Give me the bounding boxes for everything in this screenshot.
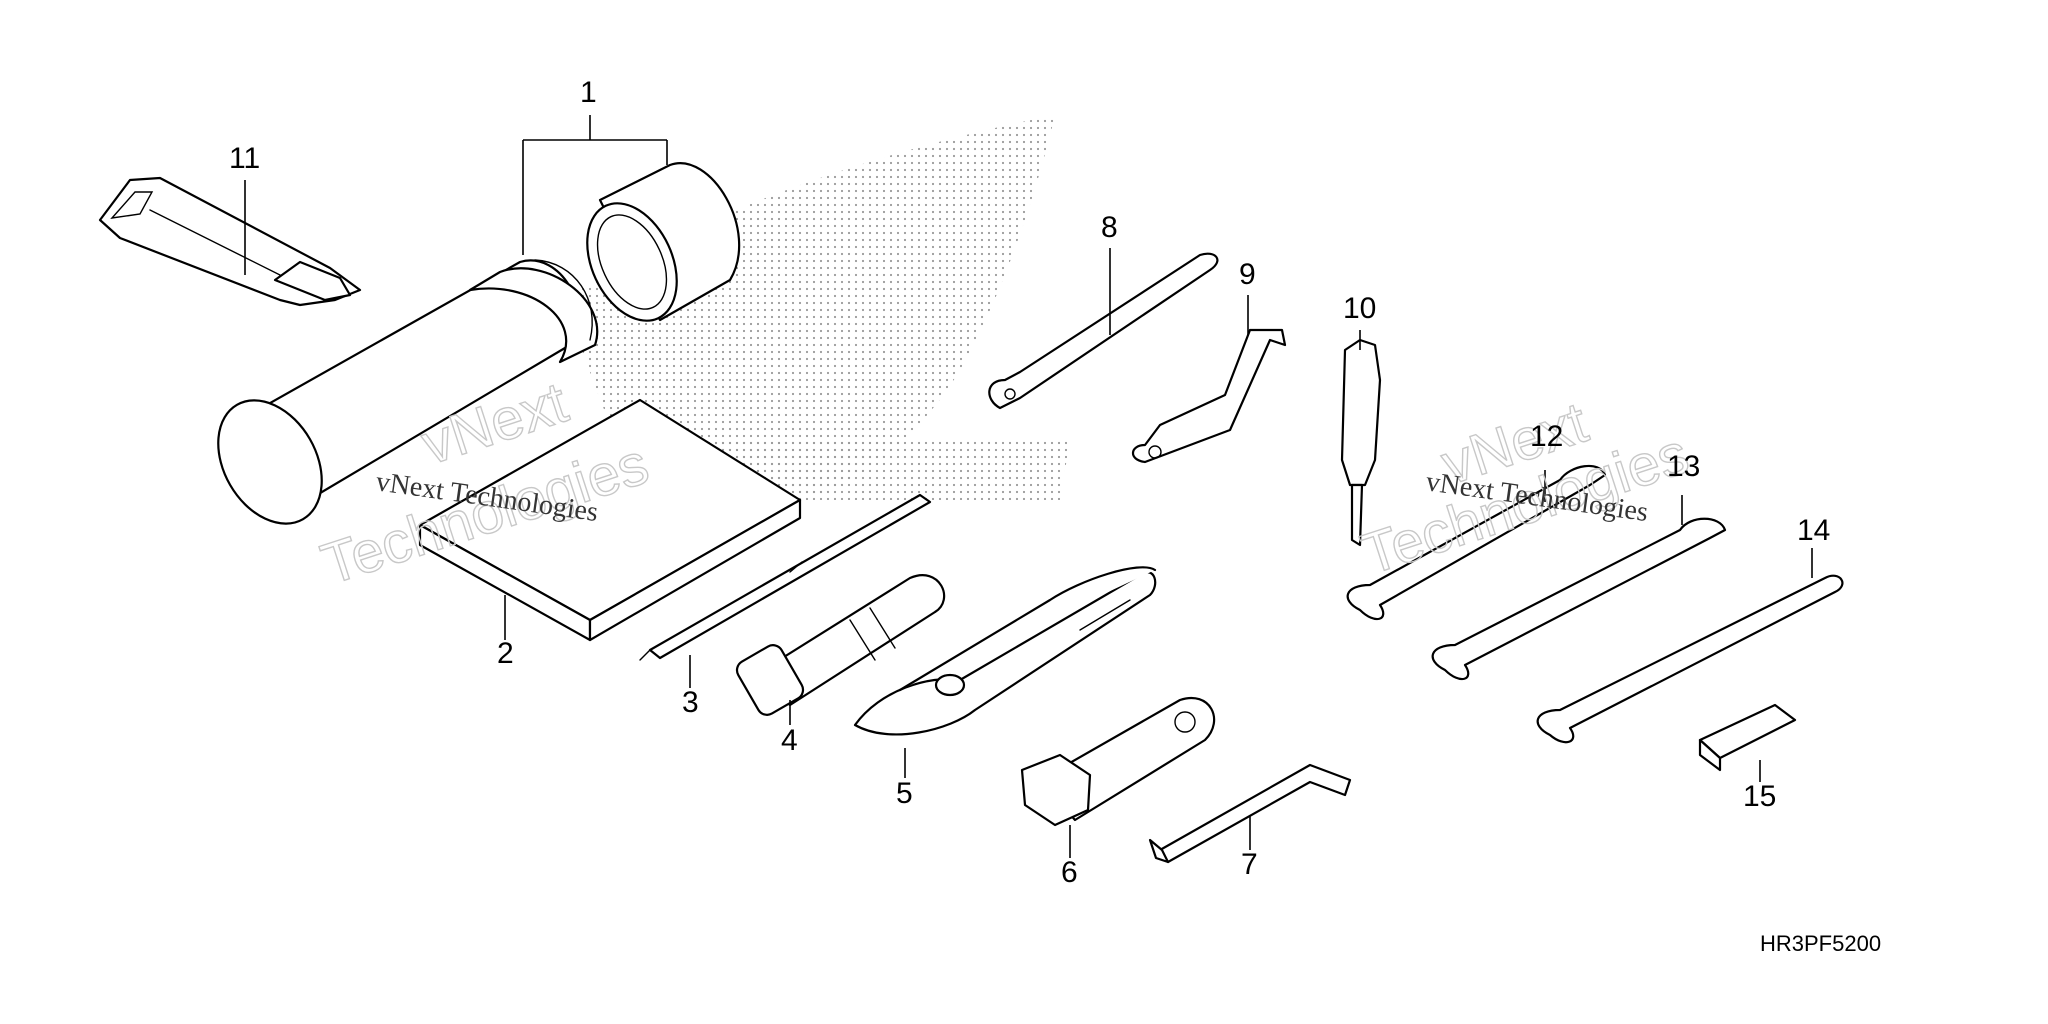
part-12-wrench[interactable]	[1346, 464, 1607, 621]
callout-2: 2	[497, 637, 514, 670]
callout-5: 5	[896, 777, 913, 810]
background-wing-emblem	[565, 115, 1070, 500]
callout-labels: 1 2 3 4 5 6 7 8 9 10 11 12 13 14 15 HR3P…	[229, 76, 1881, 956]
callout-14: 14	[1797, 514, 1830, 547]
callout-10: 10	[1343, 292, 1376, 325]
callout-4: 4	[781, 724, 798, 757]
part-8-spanner[interactable]	[988, 252, 1219, 410]
callout-15: 15	[1743, 780, 1776, 813]
part-15-clip[interactable]	[1698, 703, 1797, 772]
part-7-hex-key[interactable]	[1148, 763, 1352, 864]
callout-9: 9	[1239, 258, 1256, 291]
part-3-screwdriver[interactable]	[639, 493, 932, 661]
part-10-screwdriver[interactable]	[1340, 338, 1382, 547]
callout-1: 1	[580, 76, 597, 109]
callout-8: 8	[1101, 211, 1118, 244]
part-1-tool-tube[interactable]	[197, 259, 599, 542]
part-1-tube-cap[interactable]	[570, 162, 741, 335]
part-4-handle[interactable]	[733, 574, 946, 718]
callout-7: 7	[1241, 848, 1258, 881]
drawing-code: HR3PF5200	[1760, 931, 1881, 956]
callout-6: 6	[1061, 856, 1078, 889]
part-13-wrench[interactable]	[1431, 517, 1727, 681]
part-6-plug-wrench[interactable]	[1020, 697, 1216, 827]
callout-12: 12	[1530, 420, 1563, 453]
callout-3: 3	[682, 686, 699, 719]
part-2-manual[interactable]	[418, 398, 802, 642]
part-9-hook-wrench[interactable]	[1131, 328, 1287, 464]
callout-11: 11	[229, 142, 260, 175]
part-5-pliers[interactable]	[853, 566, 1157, 736]
leader-lines	[244, 115, 1813, 858]
part-11-strap[interactable]	[98, 176, 362, 307]
part-14-extension-bar[interactable]	[1536, 574, 1844, 744]
callout-13: 13	[1667, 450, 1700, 483]
